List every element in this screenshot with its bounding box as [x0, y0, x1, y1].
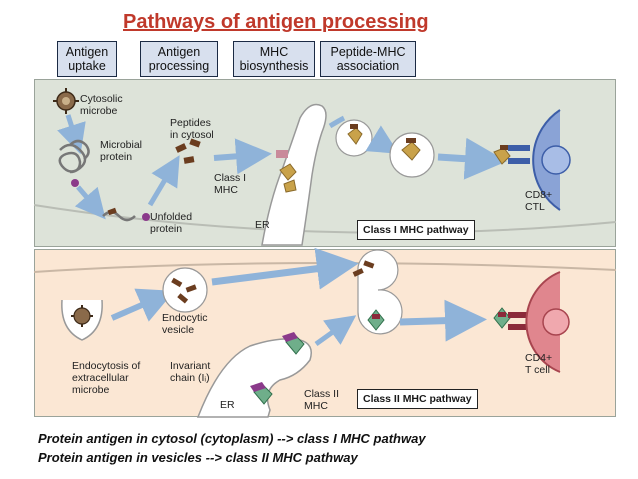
- class1-surface-mhc-icon: [493, 145, 511, 165]
- class1-vesicle-1-mhc-icon: [347, 124, 363, 145]
- endocytosed-microbe-icon: [61, 299, 103, 341]
- label-class1-mhc: Class I MHC: [214, 172, 247, 196]
- arrow-to-surface-class2: [399, 299, 487, 342]
- er-class2: [196, 338, 312, 418]
- stage-peptide-mhc-association: Peptide-MHC association: [320, 41, 416, 77]
- class2-pathway-label: Class II MHC pathway: [357, 389, 478, 409]
- fused-vesicles: [357, 249, 403, 335]
- label-microbial-protein: Microbial protein: [100, 139, 143, 163]
- cytosolic-peptides-icon: [175, 138, 201, 164]
- er-class1: [261, 103, 327, 246]
- cytosolic-microbe-icon: [53, 88, 79, 114]
- arrow-microbe-to-protein: [57, 114, 86, 155]
- class1-pathway-label: Class I MHC pathway: [357, 220, 475, 240]
- arrow-peptides-to-er: [213, 138, 272, 175]
- arrow-vesicle-to-fusion: [211, 247, 359, 290]
- class2-mhc-with-invariant-chain-icon: [250, 332, 305, 405]
- arrow-er-to-vesicle: [328, 115, 346, 129]
- stage-antigen-processing: Antigen processing: [140, 41, 218, 77]
- stage-mhc-biosynthesis: MHC biosynthesis: [233, 41, 315, 77]
- class1-cell-membrane: [33, 204, 617, 234]
- note-class2: Protein antigen in vesicles --> class II…: [38, 450, 358, 465]
- endocytic-vesicle: [162, 267, 208, 313]
- page-title: Pathways of antigen processing: [123, 11, 429, 33]
- microbial-protein-icon: [58, 139, 90, 174]
- label-invariant-chain: Invariant chain (Iᵢ): [170, 360, 211, 384]
- class1-vesicle-2-mhc-icon: [401, 138, 421, 161]
- label-peptides-in-cytosol: Peptides in cytosol: [170, 117, 214, 141]
- arrow-er-to-fusion: [314, 315, 357, 347]
- label-endocytic-vesicle: Endocytic vesicle: [162, 312, 208, 336]
- label-endocytosis: Endocytosis of extracellular microbe: [72, 360, 141, 396]
- label-cd4-tcell: CD4+ T cell: [525, 352, 553, 376]
- stage-antigen-uptake: Antigen uptake: [57, 41, 117, 77]
- tcr-cd8-icon: [508, 145, 530, 164]
- class2-surface-mhc-icon: [493, 307, 511, 329]
- label-cytosolic-microbe: Cytosolic microbe: [80, 93, 123, 117]
- arrow-to-surface-class1: [437, 137, 507, 180]
- note-class1: Protein antigen in cytosol (cytoplasm) -…: [38, 431, 426, 446]
- tcr-cd4-icon: [508, 312, 532, 330]
- label-class2-mhc: Class II MHC: [304, 388, 340, 412]
- label-er-class1: ER: [255, 219, 270, 231]
- arrow-unfolded-to-peptides: [147, 155, 180, 207]
- class1-mhc-in-er-icon: [276, 150, 297, 193]
- arrow-vesicle-to-vesicle: [365, 125, 399, 154]
- label-unfolded-protein: Unfolded protein: [150, 211, 193, 235]
- label-er-class2: ER: [220, 399, 235, 411]
- class2-cell-membrane: [33, 261, 617, 273]
- endocytic-vesicle-fragments-icon: [171, 277, 197, 304]
- arrow-protein-to-unfolded: [74, 185, 106, 220]
- label-cd8-ctl: CD8+ CTL: [525, 189, 553, 213]
- fused-vesicle-class2-icon: [367, 309, 385, 331]
- unfolded-protein-icon: [102, 210, 136, 222]
- arrow-endocytosis-to-vesicle: [110, 288, 175, 322]
- fused-vesicle-peptides-icon: [352, 260, 375, 277]
